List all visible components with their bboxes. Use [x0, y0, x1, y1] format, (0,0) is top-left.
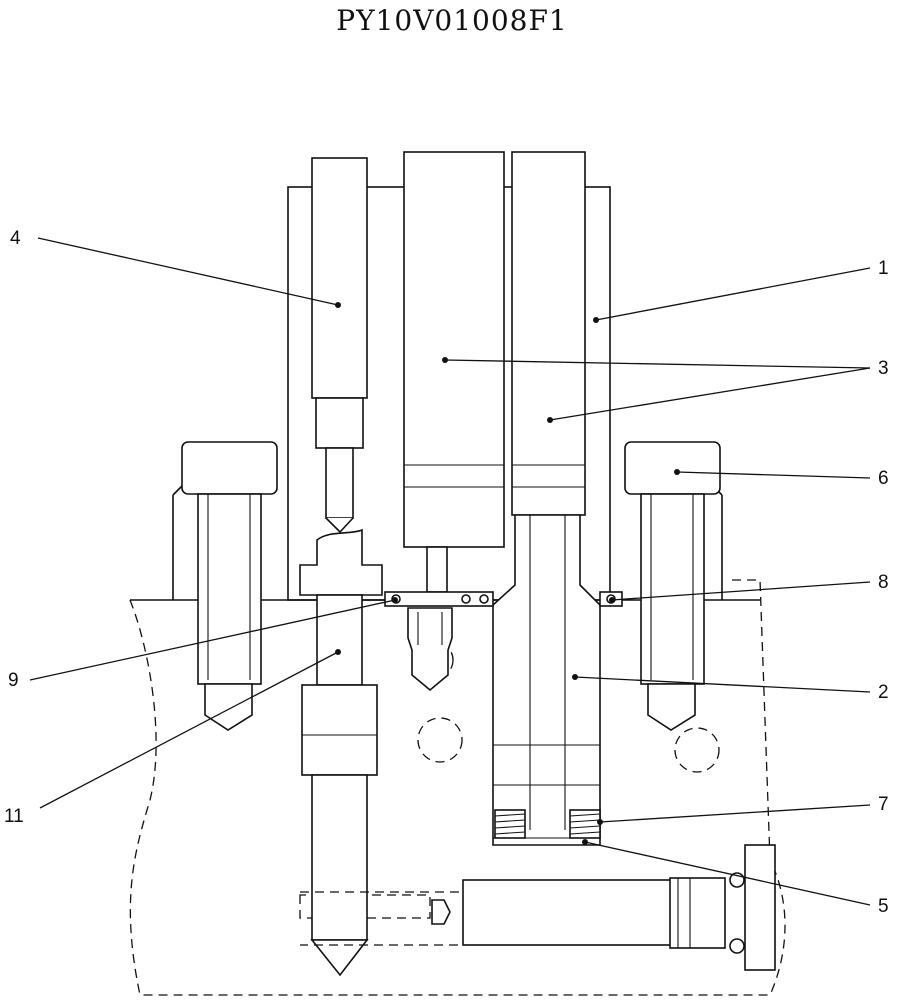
spool-housing — [492, 514, 601, 846]
spring-right — [569, 809, 601, 839]
callout-3: 3 — [878, 358, 889, 379]
bolt-right — [624, 441, 721, 731]
callout-2: 2 — [878, 682, 889, 703]
bolt-left — [181, 441, 278, 731]
leader-lines — [29, 237, 871, 906]
cartridge-right — [511, 151, 586, 516]
callout-1: 1 — [878, 258, 889, 279]
callout-7: 7 — [878, 794, 889, 815]
callout-4: 4 — [10, 228, 21, 249]
stem-pin — [299, 157, 383, 977]
callout-5: 5 — [878, 896, 889, 917]
o-ring-set — [384, 591, 623, 607]
cartridge-left — [403, 151, 505, 593]
center-screw — [407, 607, 453, 692]
callout-8: 8 — [878, 572, 889, 593]
side-cartridge — [300, 844, 776, 971]
callout-9: 9 — [8, 670, 19, 691]
callout-6: 6 — [878, 468, 889, 489]
spring-left — [494, 809, 526, 839]
drawing-title: PY10V01008F1 — [336, 4, 568, 37]
callout-11: 11 — [4, 806, 24, 827]
